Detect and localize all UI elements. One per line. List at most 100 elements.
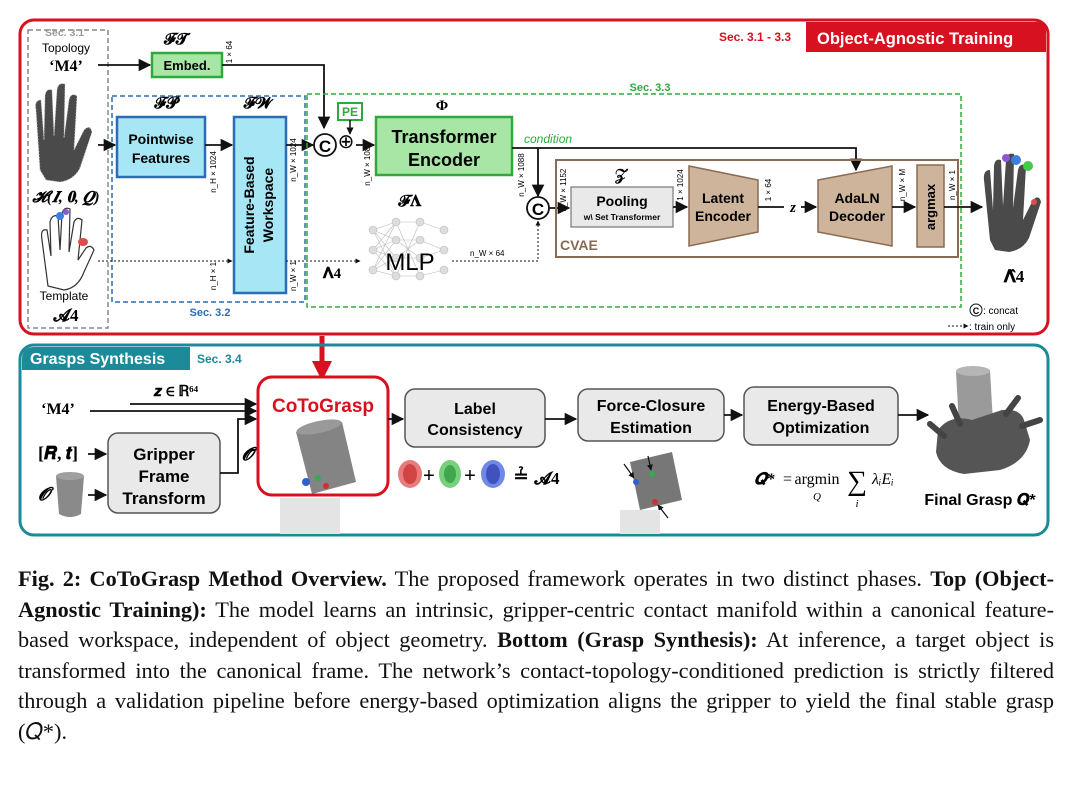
adaln-decoder-block	[817, 165, 893, 247]
plus-2: +	[464, 465, 476, 487]
argmax-label: argmax	[923, 183, 938, 230]
energy-optimization-block	[743, 386, 899, 446]
transformer-line1: Transformer	[391, 127, 496, 147]
pooling-label: Pooling	[596, 193, 647, 209]
template-label: Template	[40, 289, 89, 303]
f-lambda-label: 𝓕𝚲	[397, 193, 422, 210]
phi-label: Φ	[436, 98, 448, 114]
force-line2: Estimation	[610, 420, 692, 437]
pointwise-dim-bottom: n_H × 1	[209, 261, 218, 290]
glove-hand-image	[35, 83, 93, 183]
caption-top-keyword: Top (Object-Agnostic Training):	[18, 566, 1054, 622]
o-tilde-label: 𝓞̃	[242, 444, 258, 464]
topology-value: ‘M4’	[49, 58, 83, 75]
caption-bottom-text: At inference, a target object is transfo…	[18, 627, 1055, 744]
cup-object-image	[56, 472, 84, 517]
predicted-contact-glove-image	[983, 153, 1041, 252]
sec34-label: Sec. 3.4	[197, 352, 242, 366]
transformer-dim: n_W × 1088	[517, 153, 526, 197]
concat-symbol-2: C	[532, 200, 544, 219]
cvae-box	[555, 159, 959, 258]
sum-sub: i	[855, 498, 858, 510]
embed-label: Embed.	[164, 58, 211, 73]
concat-node-1	[313, 133, 337, 157]
sec32-label: Sec. 3.2	[190, 307, 231, 319]
caption-top-text: The model learns an intrinsic, gripper-c…	[18, 596, 1054, 653]
latent-line2: Encoder	[695, 208, 752, 224]
pooling-dim: 1 × 1024	[676, 169, 685, 201]
adaln-line1: AdaLN	[834, 190, 879, 206]
synthesis-title-tab	[22, 347, 190, 370]
hand-ghost-image	[280, 498, 340, 534]
topology-label: Topology	[42, 41, 90, 55]
q-star-lhs: 𝑸*	[754, 471, 776, 488]
force-hand-ghost-image	[620, 510, 660, 534]
method-overview-figure: Object-Agnostic Training Sec. 3.1 - 3.3 …	[18, 18, 1050, 537]
sec31-label: Sec. 3.1	[45, 27, 84, 39]
argmin-sub: Q	[813, 491, 821, 503]
concat2-dim: n_W × 1152	[559, 168, 568, 211]
caption-intro: The proposed framework operates in two d…	[386, 566, 931, 591]
sec31-box	[27, 29, 109, 329]
gripper-line3: Transform	[122, 489, 205, 508]
latent-encoder-block	[688, 165, 759, 247]
adaln-dim: n_W × M	[898, 169, 907, 202]
lambda-e-term: λᵢEᵢ	[871, 471, 894, 488]
a4-compare-label: 𝓐4	[534, 469, 560, 488]
legend-concat: : concat	[983, 306, 1018, 317]
latent-line1: Latent	[702, 190, 744, 206]
training-title-tab	[806, 22, 1046, 52]
embed-block	[150, 51, 224, 79]
legend-train: : train only	[969, 322, 1015, 333]
embed-dim: 1 × 64	[225, 40, 234, 63]
latent-dim: 1 × 64	[764, 178, 773, 201]
red-point-cloud	[398, 460, 422, 488]
training-sec-tag: Sec. 3.1 - 3.3	[719, 30, 791, 44]
cvae-label: CVAE	[560, 237, 598, 253]
pointwise-dim-top: n_H × 1024	[209, 151, 218, 193]
force-closure-object-image	[623, 452, 682, 519]
pe-label: PE	[342, 105, 358, 119]
equation-equals: =	[783, 471, 792, 488]
gripper-line2: Frame	[138, 467, 189, 486]
sec32-box	[111, 95, 306, 303]
template-a4: 𝓐4	[53, 306, 79, 325]
argmin-label: argmin	[794, 471, 839, 488]
concat-symbol-1: C	[319, 137, 331, 156]
synthesis-title: Grasps Synthesis	[30, 351, 165, 368]
caption-bottom-keyword: Bottom (Grasp Synthesis):	[497, 627, 758, 652]
sum-symbol: ∑	[847, 466, 867, 497]
synthesis-panel	[18, 343, 1050, 537]
sec33-label: Sec. 3.3	[630, 82, 671, 94]
mlp-label: MLP	[385, 249, 434, 276]
concat-dim: n_W × 1088	[363, 142, 372, 186]
z-cal-label: 𝒵	[615, 167, 629, 185]
question-equal-icon: ≟	[513, 466, 528, 486]
pointwise-features-block	[115, 115, 207, 179]
training-panel	[18, 18, 1050, 336]
energy-line2: Optimization	[773, 420, 870, 437]
h-label: 𝓗(𝑰, 𝟎, 𝑸)	[31, 189, 99, 206]
mlp-network-graphic	[368, 217, 449, 281]
caption-label: Fig. 2: CoToGrasp Method Overview.	[18, 566, 387, 591]
mlp-dim: n_W × 64	[470, 249, 505, 258]
transformer-line2: Encoder	[408, 150, 480, 170]
green-point-cloud	[439, 460, 461, 488]
label-line1: Label	[454, 401, 496, 418]
energy-line1: Energy-Based	[767, 398, 875, 415]
training-title: Object-Agnostic Training	[817, 30, 1013, 48]
sec33-box	[306, 93, 962, 308]
blue-point-cloud	[481, 460, 505, 488]
lambda4-label: 𝚲4	[322, 266, 342, 282]
pointwise-line1: Pointwise	[128, 131, 194, 147]
workspace-block	[232, 115, 288, 295]
f-w-label: 𝓕𝓦	[243, 95, 275, 112]
cotograsp-label: CoToGrasp	[272, 396, 374, 417]
f-p-label: 𝓕𝓟	[153, 95, 180, 112]
gripper-line1: Gripper	[133, 445, 195, 464]
label-consistency-block	[404, 388, 546, 448]
legend-concat-symbol: C	[973, 306, 980, 316]
label-line2: Consistency	[427, 422, 522, 439]
rt-input-label: [𝑹, 𝒕]	[38, 443, 78, 463]
z-input-label: 𝒛 ∈ ℝ⁶⁴	[153, 384, 199, 400]
